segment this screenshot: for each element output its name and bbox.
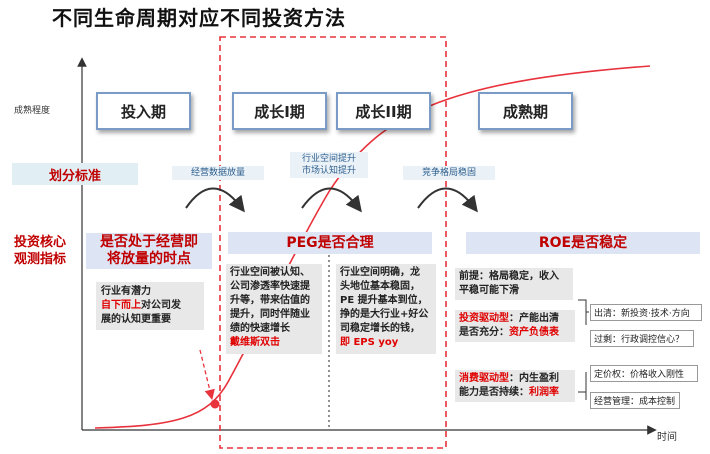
intro-header: 是否处于经营即 将放量的时点 xyxy=(86,233,212,269)
growth-stage-frame xyxy=(219,36,447,449)
outcome-management: 经营管理：成本控制 xyxy=(590,392,680,409)
mature-cons-l2: 能力是否持续：利润率 xyxy=(459,386,571,400)
mature-premise-l2: 平稳可能下滑 xyxy=(459,285,519,296)
intro-body-line3: 展的认知更重要 xyxy=(101,314,171,325)
mature-inv-red: 投资驱动型 xyxy=(459,313,509,324)
inflection-dot xyxy=(210,399,220,409)
growth-left-body: 行业空间被认知、 公司渗透率快速提 升等，带来估值的 提升，同时伴随业 绩的快速… xyxy=(226,264,322,354)
bracket-1 xyxy=(578,299,589,325)
y-axis-label: 成熟程度 xyxy=(14,106,51,116)
mature-premise-l1: 前提：格局稳定，收入 xyxy=(459,271,559,282)
mature-premise: 前提：格局稳定，收入 平稳可能下滑 xyxy=(455,268,573,300)
transition-arc-1 xyxy=(185,187,245,213)
criteria-label: 划分标准 xyxy=(12,163,138,185)
mature-cons-l2-before: 能力是否持续： xyxy=(459,387,529,398)
indicator-label-line1: 投资核心 xyxy=(14,235,67,250)
growth-right-body: 行业空间明确，龙 头地位基本稳固， PE 提升基本到位， 挣的是大行业+好公 司… xyxy=(336,264,436,354)
mature-cons-after: ：内生盈利 xyxy=(509,373,559,384)
transition-label-3: 竞争格局稳固 xyxy=(403,166,495,180)
mature-header: ROE是否稳定 xyxy=(466,232,700,254)
mature-inv-l1: 投资驱动型：产能出清 xyxy=(459,312,571,326)
growth-left-l5: 绩的快速增长 xyxy=(230,323,290,334)
growth-right-l1: 行业空间明确，龙 xyxy=(340,267,420,278)
intro-header-line1: 是否处于经营即 xyxy=(100,234,198,250)
mature-inv-l2-before: 是否充分： xyxy=(459,327,509,338)
growth-header: PEG是否合理 xyxy=(228,232,432,254)
intro-body: 行业有潜力 自下而上对公司发 展的认知更重要 xyxy=(96,282,204,330)
mature-inv-l2-red: 资产负债表 xyxy=(509,327,559,338)
transition-arc-3 xyxy=(417,187,478,213)
indicator-label-line2: 观测指标 xyxy=(14,252,67,267)
growth-right-red: 即 EPS yoy xyxy=(340,337,399,348)
mature-cons-red: 消费驱动型 xyxy=(459,373,509,384)
growth-left-l4: 提升，同时伴随业 xyxy=(230,309,310,320)
stage-intro: 投入期 xyxy=(96,92,191,130)
intro-body-after-red: 对公司发 xyxy=(141,300,181,311)
indicator-label: 投资核心 观测指标 xyxy=(14,234,84,268)
growth-left-l3: 升等，带来估值的 xyxy=(230,295,310,306)
bracket-2 xyxy=(578,372,587,400)
intro-body-red: 自下而上 xyxy=(101,300,141,311)
transition-arc-2 xyxy=(301,187,362,213)
growth-right-l2: 头地位基本稳固， xyxy=(340,281,420,292)
outcome-clearing: 出清：新投资·技术·方向 xyxy=(590,304,702,321)
growth-right-l3: PE 提升基本到位， xyxy=(340,295,428,306)
outcome-excess: 过剩：行政调控信心？ xyxy=(590,330,694,347)
x-axis-label: 时间 xyxy=(657,432,677,443)
mature-cons-l2-red: 利润率 xyxy=(529,387,559,398)
mature-inv-after: ：产能出清 xyxy=(509,313,559,324)
outcome-pricing-power: 定价权：价格收入刚性 xyxy=(590,365,698,382)
growth-left-red: 戴维斯双击 xyxy=(230,337,280,348)
growth-right-l5: 司稳定增长的钱， xyxy=(340,323,420,334)
intro-body-line1: 行业有潜力 xyxy=(101,286,151,297)
stage-growth-1: 成长I期 xyxy=(232,92,327,130)
stage-mature: 成熟期 xyxy=(478,92,573,130)
growth-left-l2: 公司渗透率快速提 xyxy=(230,281,310,292)
mature-investment-driven: 投资驱动型：产能出清 是否充分：资产负债表 xyxy=(455,310,575,342)
mature-cons-l1: 消费驱动型：内生盈利 xyxy=(459,372,571,386)
transition-label-1: 经营数据放量 xyxy=(172,166,264,180)
transition-label-2: 行业空间提升 市场认知提升 xyxy=(290,152,368,178)
intro-header-line2: 将放量的时点 xyxy=(107,251,191,267)
intro-body-line2: 自下而上对公司发 xyxy=(101,299,199,313)
transition-label-2-line1: 行业空间提升 xyxy=(301,154,356,164)
mature-consumption-driven: 消费驱动型：内生盈利 能力是否持续：利润率 xyxy=(455,370,575,402)
stage-growth-2: 成长II期 xyxy=(336,92,431,130)
growth-right-l4: 挣的是大行业+好公 xyxy=(340,309,429,320)
growth-left-l1: 行业空间被认知、 xyxy=(230,267,310,278)
mature-inv-l2: 是否充分：资产负债表 xyxy=(459,326,571,340)
intro-arrow xyxy=(199,349,215,401)
page-title: 不同生命周期对应不同投资方法 xyxy=(52,6,346,30)
transition-label-2-line2: 市场认知提升 xyxy=(301,166,356,176)
